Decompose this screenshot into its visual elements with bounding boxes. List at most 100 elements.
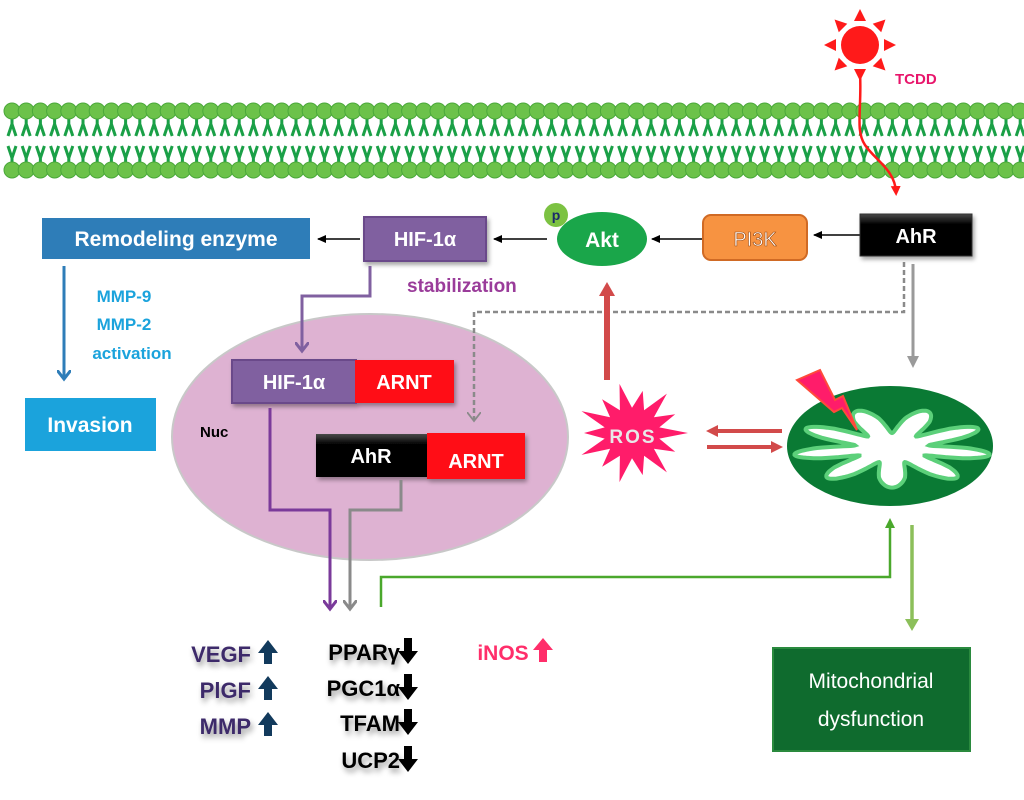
ros-starburst[interactable] [581, 383, 689, 483]
lipid-head [372, 161, 390, 179]
lipid-tail [276, 118, 288, 137]
lipid-tail [787, 118, 799, 137]
ahr-transcription-arrow [350, 480, 403, 608]
remodeling-enzyme-box[interactable]: Remodeling enzyme [42, 218, 310, 259]
lipid-head [273, 102, 291, 120]
lipid-tail [602, 118, 614, 137]
lipid-head [940, 102, 958, 120]
sun-ray [884, 39, 896, 51]
lipid-head [543, 161, 561, 179]
invasion-box[interactable]: Invasion [25, 398, 156, 451]
lipid-tail [943, 145, 955, 164]
damage-lightning-icon [795, 368, 858, 431]
lipid-tail [333, 118, 345, 137]
lipid-head [344, 161, 362, 179]
mitochondrion[interactable] [787, 386, 993, 506]
lipid-tail [730, 145, 742, 164]
lipid-head [273, 161, 291, 179]
lipid-head [983, 161, 1001, 179]
sun-ray [834, 19, 848, 33]
lipid-head [46, 161, 64, 179]
lipid-head [912, 161, 930, 179]
lipid-tail [986, 118, 998, 137]
hif-to-nucleus-arrow [302, 266, 372, 350]
remodeling-enzyme-label: Remodeling enzyme [74, 228, 277, 251]
tcdd-to-ahr-arrow [858, 71, 901, 196]
lipid-tail [148, 118, 160, 137]
lipid-tail [389, 145, 401, 164]
mito-dysfunction-line2: dysfunction [818, 708, 924, 731]
lipid-head [855, 161, 873, 179]
lipid-head [188, 161, 206, 179]
lipid-head [173, 161, 191, 179]
lipid-tail [844, 145, 856, 164]
lipid-tail [219, 118, 231, 137]
sun-ray [834, 57, 848, 71]
lipid-tail [631, 145, 643, 164]
lipid-tail [475, 145, 487, 164]
lipid-tail [205, 118, 217, 137]
inos-outcome: iNOS [477, 638, 553, 665]
phospho-label: p [552, 207, 561, 223]
down-arrow-icon [398, 746, 418, 772]
ahr-label: AhR [895, 226, 937, 248]
pi3k-box[interactable]: PI3K [702, 214, 808, 261]
hif-arnt-complex[interactable]: HIF-1α ARNT [231, 359, 454, 404]
lipid-tail [702, 145, 714, 164]
lipid-head [628, 161, 646, 179]
ahr-arnt-complex[interactable]: AhR ARNT [316, 433, 525, 479]
lipid-tail [673, 118, 685, 137]
lipid-tail [191, 118, 203, 137]
lipid-tail [432, 145, 444, 164]
downregulated-gene-label: UCP2 [341, 748, 400, 773]
ahr-box[interactable]: AhR [859, 213, 973, 257]
lipid-head [74, 102, 92, 120]
lipid-head [301, 102, 319, 120]
lipid-head [528, 161, 546, 179]
lipid-head [699, 102, 717, 120]
tcdd-sun-icon [824, 9, 896, 81]
lipid-head [344, 102, 362, 120]
lipid-tail [673, 145, 685, 164]
lipid-head [713, 161, 731, 179]
lipid-head [216, 102, 234, 120]
lipid-head [741, 102, 759, 120]
lipid-head [571, 161, 589, 179]
lipid-head [358, 102, 376, 120]
lipid-head [912, 102, 930, 120]
lipid-head [216, 161, 234, 179]
lipid-head [244, 102, 262, 120]
lipid-tail [34, 145, 46, 164]
lipid-head [599, 102, 617, 120]
lipid-tail [830, 145, 842, 164]
lipid-tail [744, 118, 756, 137]
lipid-head [415, 102, 433, 120]
akt-node[interactable]: Akt [557, 212, 647, 266]
lipid-head [31, 161, 49, 179]
lipid-head [727, 161, 745, 179]
mitochondrial-dysfunction-box[interactable]: Mitochondrial dysfunction [772, 647, 971, 752]
lipid-head [756, 161, 774, 179]
lipid-tail [375, 118, 387, 137]
lipid-tail [631, 118, 643, 137]
lipid-tail [276, 145, 288, 164]
hif1a-box[interactable]: HIF-1α [363, 216, 487, 262]
lipid-tail [290, 145, 302, 164]
lipid-head [883, 102, 901, 120]
lipid-tail [560, 118, 572, 137]
lipid-tail [957, 145, 969, 164]
lipid-tail [134, 145, 146, 164]
lipid-tail [361, 118, 373, 137]
lipid-head [429, 102, 447, 120]
lipid-tail [1000, 145, 1012, 164]
inos-label: iNOS [477, 642, 528, 665]
lipid-head [642, 102, 660, 120]
up-arrow-icon [258, 712, 278, 736]
lipid-head [74, 161, 92, 179]
lipid-tail [546, 145, 558, 164]
sun-ray [824, 39, 836, 51]
lipid-tail [304, 145, 316, 164]
sun-core [841, 26, 879, 64]
lipid-tail [404, 145, 416, 164]
